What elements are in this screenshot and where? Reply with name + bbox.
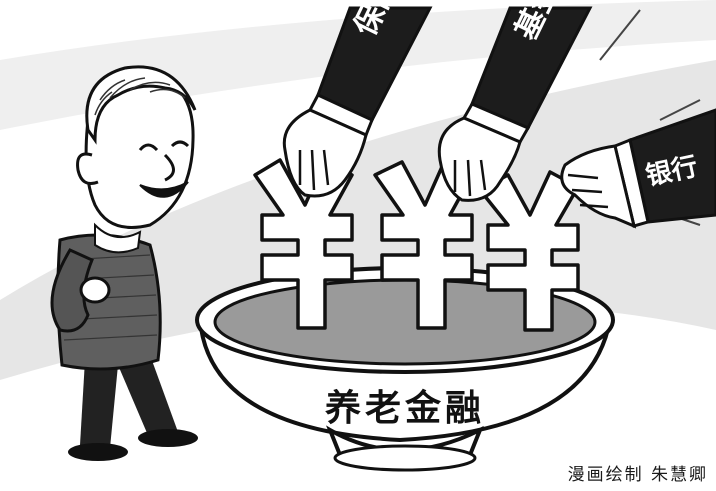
hand-icon	[560, 144, 637, 229]
bowl-label: 养老金融	[325, 387, 485, 429]
artist-credit: 漫画绘制 朱慧卿	[567, 465, 708, 485]
insurance-sleeve	[307, 6, 433, 138]
hand-icon	[437, 116, 522, 202]
hand-icon	[282, 108, 368, 198]
fund-sleeve	[461, 6, 593, 144]
old-man-figure	[50, 65, 198, 461]
